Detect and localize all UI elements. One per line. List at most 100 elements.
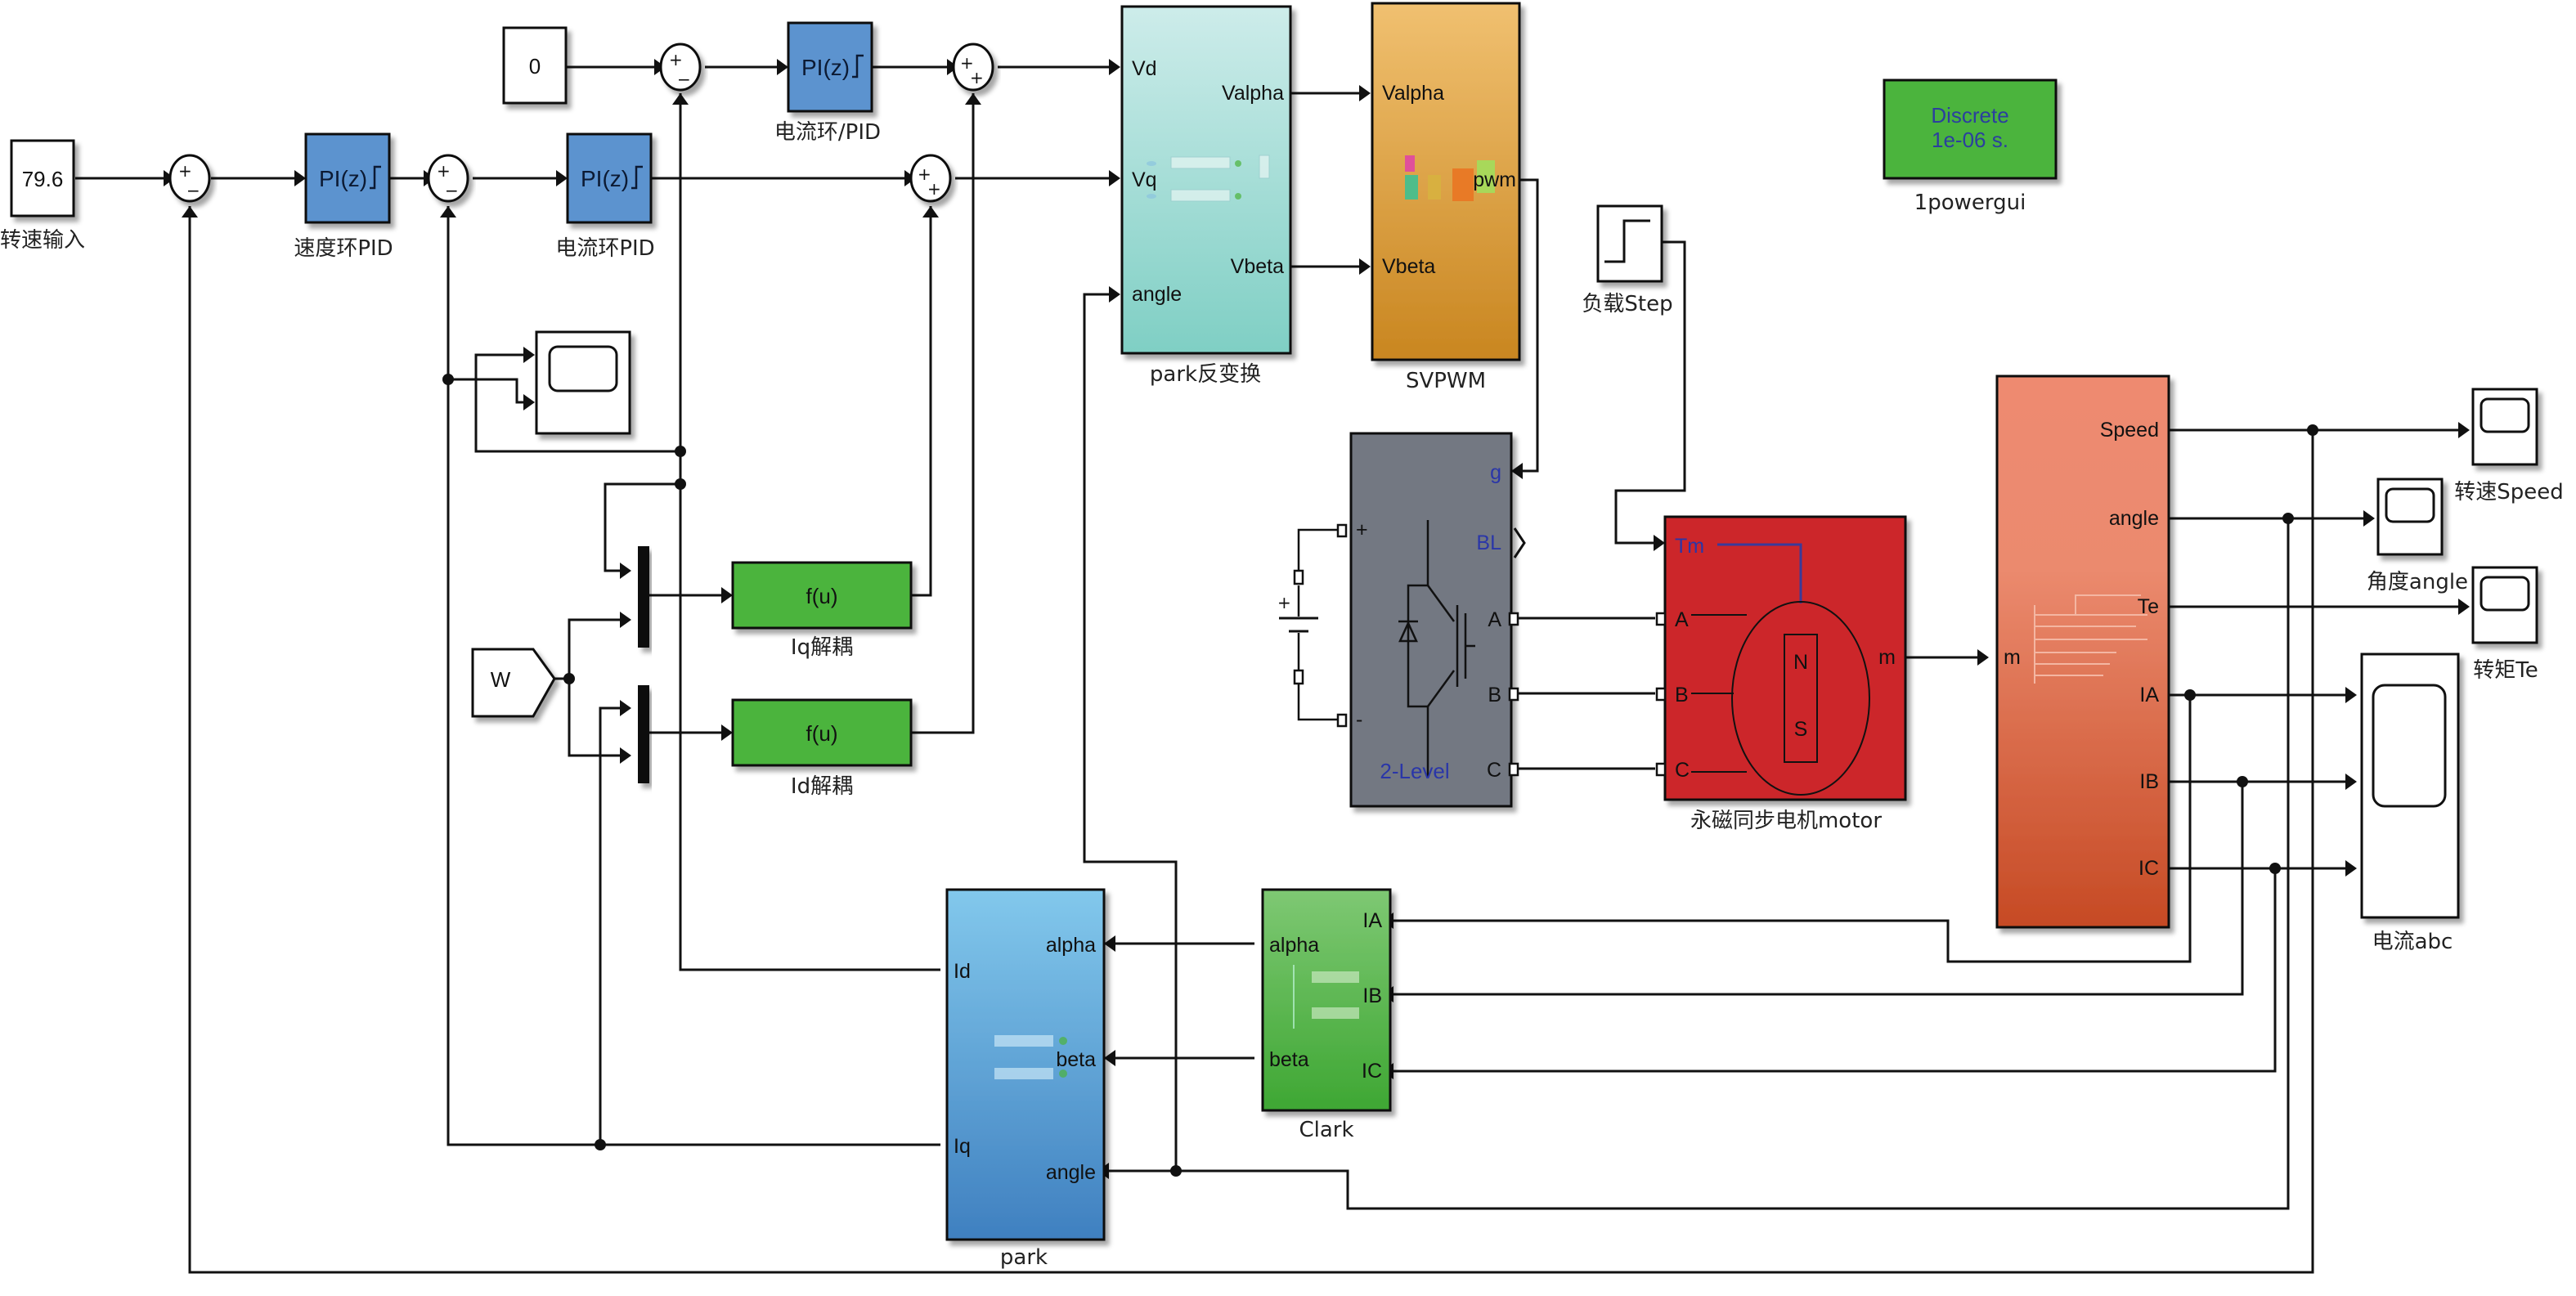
mux-iq[interactable]: [638, 546, 649, 648]
park-transform-block[interactable]: alpha beta angle Id Iq park: [945, 888, 1106, 1270]
clark-transform-block[interactable]: alpha beta IA IB IC Clark: [1261, 888, 1392, 1142]
svg-text:Vd: Vd: [1132, 57, 1157, 80]
subsystem-preview-icon: [994, 1035, 1067, 1079]
scope-angle[interactable]: 角度angle: [2367, 478, 2468, 594]
park-inverse-block[interactable]: Vd Vq angle Valpha Vbeta park反变换: [1120, 5, 1292, 387]
svg-text:N: N: [1793, 651, 1808, 674]
svg-text:+: +: [960, 53, 974, 73]
svg-text:1powergui: 1powergui: [1914, 191, 2026, 215]
svg-text:m: m: [2004, 646, 2021, 669]
mux-id[interactable]: [638, 685, 649, 783]
scope-screen-icon: [2385, 487, 2435, 523]
scope-screen-icon: [2372, 684, 2447, 808]
fcn-iq-decoupling[interactable]: f(u) Iq解耦: [731, 561, 913, 660]
svg-text:Clark: Clark: [1299, 1118, 1353, 1142]
svg-text:BL: BL: [1476, 531, 1501, 554]
svg-text:A: A: [1488, 608, 1501, 631]
svg-text:PI(z): PI(z): [319, 166, 367, 191]
speed-reference-block[interactable]: 79.6 转速输入: [0, 139, 85, 253]
svg-text:Iq解耦: Iq解耦: [791, 635, 853, 660]
load-step-block[interactable]: 负载Step: [1582, 204, 1673, 316]
svg-text:IA: IA: [1362, 909, 1382, 932]
svg-text:+: +: [970, 68, 984, 87]
svg-text:Vbeta: Vbeta: [1231, 255, 1284, 278]
svpwm-block[interactable]: Valpha Vbeta pwm SVPWM: [1371, 2, 1521, 393]
scope-screen-icon: [2480, 397, 2530, 433]
goto-w-block[interactable]: W: [471, 648, 556, 718]
svg-text:电流abc: 电流abc: [2372, 930, 2453, 954]
subsystem-preview-icon: [1405, 155, 1495, 201]
scope-screen-icon: [2480, 576, 2530, 612]
motor-symbol-icon: [1691, 601, 1870, 796]
svg-text:S: S: [1794, 718, 1808, 741]
id-pid-block[interactable]: PI(z) 电流环/PID: [774, 21, 881, 145]
iq-pid-block[interactable]: PI(z) 电流环PID: [555, 132, 655, 261]
svg-text:电流环PID: 电流环PID: [555, 236, 654, 261]
svg-text:Vq: Vq: [1132, 168, 1157, 191]
speed-pid-block[interactable]: PI(z) 速度环PID: [294, 132, 393, 261]
sum-speed-error[interactable]: + −: [168, 154, 211, 203]
saturation-icon: [370, 165, 381, 190]
svg-text:Id解耦: Id解耦: [791, 774, 853, 799]
sum-vq[interactable]: + +: [909, 154, 952, 203]
inverter-block[interactable]: g BL + - A B C 2-Level: [1336, 432, 1526, 808]
svg-text:Id: Id: [954, 960, 971, 983]
powergui-block[interactable]: Discrete 1e-06 s. 1powergui: [1883, 78, 2058, 215]
scope-torque[interactable]: 转矩Te: [2471, 566, 2538, 683]
sum-iq-error[interactable]: + −: [427, 154, 469, 203]
subsystem-preview-icon: [2034, 594, 2147, 684]
scope-currents-abc[interactable]: 电流abc: [2360, 652, 2460, 954]
step-icon: [1604, 219, 1650, 263]
dc-voltage-source[interactable]: +: [1277, 569, 1318, 685]
junction-dots: [442, 374, 2318, 1177]
svg-text:2-Level: 2-Level: [1380, 759, 1449, 783]
id-reference-block[interactable]: 0: [502, 26, 568, 105]
svg-text:beta: beta: [1269, 1048, 1309, 1071]
fcn-id-decoupling[interactable]: f(u) Id解耦: [731, 698, 913, 799]
svg-text:angle: angle: [1046, 1161, 1096, 1184]
svg-text:IB: IB: [2139, 770, 2159, 793]
speed-reference-value: 79.6: [22, 167, 64, 191]
svg-text:+: +: [918, 164, 931, 184]
svg-text:SVPWM: SVPWM: [1406, 369, 1486, 393]
svg-text:IC: IC: [2138, 857, 2159, 880]
svg-text:B: B: [1675, 684, 1689, 706]
sum-vd[interactable]: + +: [952, 43, 994, 92]
svg-text:−: −: [445, 181, 459, 200]
saturation-icon: [631, 165, 643, 190]
svg-text:IC: IC: [1362, 1060, 1382, 1083]
svg-text:PI(z): PI(z): [801, 55, 850, 80]
svg-text:+: +: [437, 161, 451, 181]
igbt-diode-icon: [1398, 520, 1475, 777]
scope-dq-currents[interactable]: [535, 330, 631, 435]
scope-speed[interactable]: 转速Speed: [2454, 388, 2564, 504]
svg-text:Iq: Iq: [954, 1135, 971, 1158]
svg-text:B: B: [1488, 684, 1501, 706]
svg-text:负载Step: 负载Step: [1582, 292, 1672, 316]
svg-text:PI(z): PI(z): [581, 166, 629, 191]
svg-text:-: -: [1356, 708, 1362, 731]
measurement-demux-block[interactable]: m Speed angle Te IA IB IC: [1995, 374, 2170, 929]
svg-text:m: m: [1878, 646, 1896, 669]
svg-text:电流环/PID: 电流环/PID: [774, 120, 881, 145]
subsystem-preview-icon: [1293, 965, 1359, 1029]
sum-id-error[interactable]: + −: [659, 43, 702, 92]
svg-text:f(u): f(u): [806, 584, 838, 608]
svg-text:A: A: [1675, 608, 1689, 631]
svg-text:beta: beta: [1056, 1048, 1096, 1071]
saturation-icon: [852, 54, 864, 78]
svg-text:永磁同步电机motor: 永磁同步电机motor: [1690, 809, 1882, 833]
svg-text:pwm: pwm: [1473, 168, 1516, 191]
svg-text:Discrete: Discrete: [1931, 103, 2008, 128]
signal-lines: [75, 65, 2462, 1274]
speed-reference-caption: 转速输入: [0, 228, 85, 253]
svg-text:速度环PID: 速度环PID: [294, 236, 393, 261]
svg-text:+: +: [669, 50, 683, 70]
svg-text:IA: IA: [2139, 684, 2159, 706]
svg-text:C: C: [1675, 759, 1690, 782]
svg-text:1e-06 s.: 1e-06 s.: [1932, 128, 2008, 152]
svg-text:−: −: [677, 70, 691, 89]
pmsm-motor-block[interactable]: Tm A B C N S m 永磁同步电机motor: [1655, 515, 1907, 833]
scope-screen-icon: [548, 345, 618, 392]
